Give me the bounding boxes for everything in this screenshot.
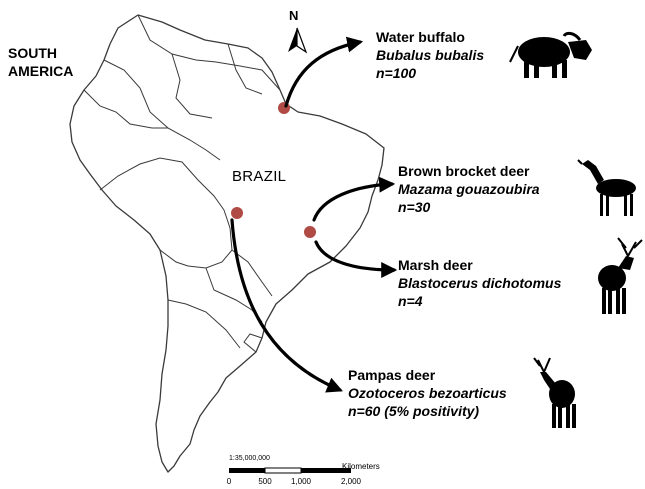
species-latin-name: Blastocerus dichotomus (398, 275, 562, 291)
north-label: N (289, 8, 299, 23)
species-latin-name: Ozotoceros bezoarticus (348, 385, 507, 401)
species-common-name: Brown brocket deer (398, 163, 530, 179)
country-label: BRAZIL (232, 168, 287, 185)
species-label-marsh-deer: Marsh deer Blastocerus dichotomus n=4 (398, 256, 561, 310)
species-label-pampas-deer: Pampas deer Ozotoceros bezoarticus n=60 … (348, 366, 507, 420)
scale-bar (229, 467, 351, 474)
species-sample-size: n=100 (376, 65, 417, 81)
arrow-to-pampas-deer (230, 218, 343, 393)
species-common-name: Water buffalo (376, 29, 465, 45)
species-latin-name: Mazama gouazoubira (398, 181, 540, 197)
water-buffalo-silhouette-icon (509, 31, 592, 78)
species-sample-size: n=4 (398, 293, 423, 309)
site-arrows (230, 36, 398, 393)
arrow-to-brown-brocket-deer (312, 176, 396, 222)
scale-tick-500: 500 (258, 477, 272, 486)
species-label-brown-brocket-deer: Brown brocket deer Mazama gouazoubira n=… (398, 162, 540, 216)
scale-tick-2000: 2,000 (340, 477, 362, 486)
marsh-deer-silhouette-icon (598, 237, 643, 314)
pampas-deer-silhouette-icon (533, 357, 576, 428)
scale-ratio: 1:35,000,000 (229, 455, 270, 462)
species-latin-name: Bubalus bubalis (376, 47, 485, 63)
site-marker-pampas-deer (231, 207, 243, 219)
arrow-to-marsh-deer (314, 240, 398, 278)
species-sample-size: n=60 (5% positivity) (348, 403, 480, 419)
species-sample-size: n=30 (398, 199, 431, 215)
scale-unit: Kilometers (342, 462, 380, 471)
south-america-outline (69, 14, 385, 473)
scale-tick-1000: 1,000 (290, 477, 312, 486)
species-common-name: Pampas deer (348, 367, 436, 383)
north-arrow-icon (288, 27, 308, 54)
scale-tick-0: 0 (226, 477, 232, 486)
arrow-to-water-buffalo (284, 36, 364, 108)
brown-brocket-deer-silhouette-icon (577, 159, 636, 216)
continent-label: SOUTH AMERICA (8, 45, 74, 79)
site-marker-brocket-marsh-deer (304, 226, 316, 238)
species-common-name: Marsh deer (398, 257, 473, 273)
species-label-water-buffalo: Water buffalo Bubalus bubalis n=100 (376, 28, 484, 82)
country-borders (83, 14, 281, 353)
